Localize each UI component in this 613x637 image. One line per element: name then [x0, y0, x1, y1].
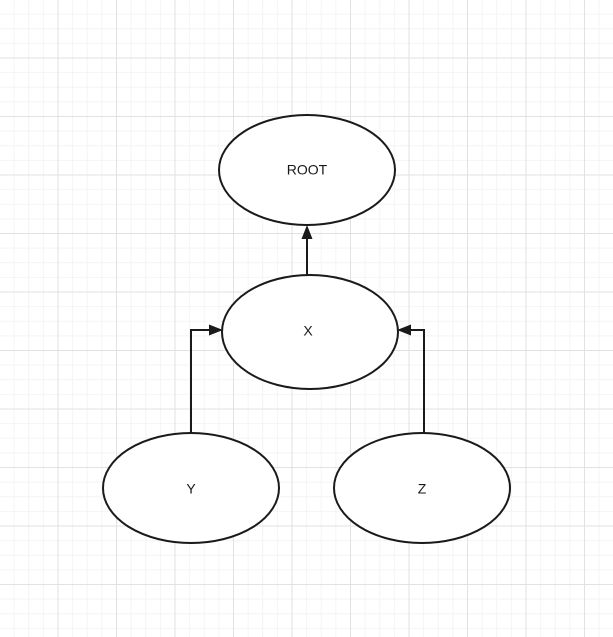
edge-y-to-x[interactable] [190, 324, 223, 434]
node-y-label: Y [186, 481, 196, 497]
nodes-layer: ROOT X Y Z [102, 114, 511, 544]
edge-z-to-x-line [411, 329, 425, 433]
node-root-ellipse[interactable] [218, 114, 396, 226]
node-x-ellipse[interactable] [221, 274, 399, 390]
edges-layer [190, 225, 425, 434]
edge-y-to-x-line [190, 329, 209, 433]
node-y[interactable]: Y [102, 432, 280, 544]
node-root-label: ROOT [287, 162, 328, 178]
node-z[interactable]: Z [333, 432, 511, 544]
node-x-label: X [303, 323, 313, 339]
edge-y-to-x-arrowhead [209, 324, 223, 336]
edge-x-to-root-arrowhead [301, 225, 313, 239]
node-z-label: Z [418, 481, 427, 497]
edge-z-to-x-arrowhead [397, 324, 411, 336]
edge-z-to-x[interactable] [397, 324, 425, 434]
node-z-ellipse[interactable] [333, 432, 511, 544]
edge-x-to-root[interactable] [301, 225, 313, 277]
node-root[interactable]: ROOT [218, 114, 396, 226]
node-x[interactable]: X [221, 274, 399, 390]
node-y-ellipse[interactable] [102, 432, 280, 544]
